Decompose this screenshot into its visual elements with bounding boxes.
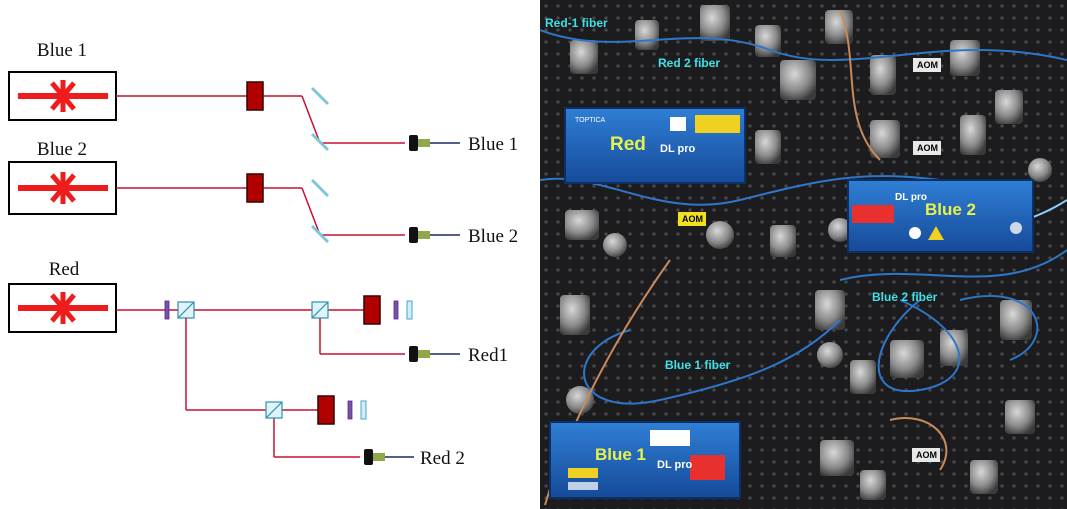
beam-splitter-red-3 (266, 402, 282, 418)
svg-text:TOPTICA: TOPTICA (575, 117, 606, 124)
aom-2: AOM (913, 58, 941, 72)
output-label-red2: Red 2 (420, 448, 465, 469)
output-label-blue1: Blue 1 (468, 134, 518, 155)
output-label-red1: Red1 (468, 345, 508, 366)
aom-label-3: AOM (917, 143, 938, 153)
aom-label-2: AOM (917, 60, 938, 70)
laser-label-blue1: Blue 1 (595, 445, 646, 464)
laser-head-red: TOPTICA (565, 108, 745, 183)
optical-table-photo: TOPTICA Red DL pro Blue 2 DL pro Blue 1 … (540, 0, 1067, 509)
mirror-red-2 (361, 401, 366, 419)
aom-label-4: AOM (916, 450, 937, 460)
waveplate-red-2 (394, 301, 398, 319)
fiber-label-red2: Red 2 fiber (658, 56, 720, 70)
output-label-blue2: Blue 2 (468, 226, 518, 247)
laser-label-blue2: Blue 2 (925, 200, 976, 219)
isolator-red-2 (318, 396, 334, 424)
aom-3: AOM (913, 141, 941, 155)
beam-splitter-red-1 (178, 302, 194, 318)
fiber-coupler-blue1 (409, 135, 430, 151)
optical-schematic: Blue 1 Blue 1 Blue 2 Blue 2 Red Red1 Re (0, 0, 535, 509)
isolator-blue1 (247, 82, 263, 110)
isolator-red-1 (364, 296, 380, 324)
beam-splitter-red-2 (312, 302, 328, 318)
aom-1: AOM (678, 212, 706, 226)
laser-model-red: DL pro (660, 143, 696, 155)
fiber-label-blue2: Blue 2 fiber (872, 290, 938, 304)
fiber-coupler-red2 (364, 449, 385, 465)
fiber-label-blue1: Blue 1 fiber (665, 358, 731, 372)
mirror-blue1-a (312, 88, 328, 104)
mirror-blue2-a (312, 180, 328, 196)
isolator-blue2 (247, 174, 263, 202)
laser-model-blue2: DL pro (895, 192, 927, 203)
laser-model-blue1: DL pro (657, 459, 693, 471)
mirror-blue2-b (312, 226, 328, 242)
aom-label-1: AOM (682, 214, 703, 224)
laser-title-blue2: Blue 2 (37, 139, 87, 160)
mirror-blue1-b (312, 134, 328, 150)
fiber-coupler-blue2 (409, 227, 430, 243)
waveplate-red-3 (348, 401, 352, 419)
laser-title-blue1: Blue 1 (37, 40, 87, 61)
fiber-label-red1: Red-1 fiber (545, 16, 608, 30)
mirror-red-1 (407, 301, 412, 319)
fiber-coupler-red1 (409, 346, 430, 362)
waveplate-red-1 (165, 301, 169, 319)
laser-label-red: Red (610, 134, 646, 155)
laser-title-red: Red (49, 259, 80, 280)
aom-4: AOM (912, 448, 940, 462)
